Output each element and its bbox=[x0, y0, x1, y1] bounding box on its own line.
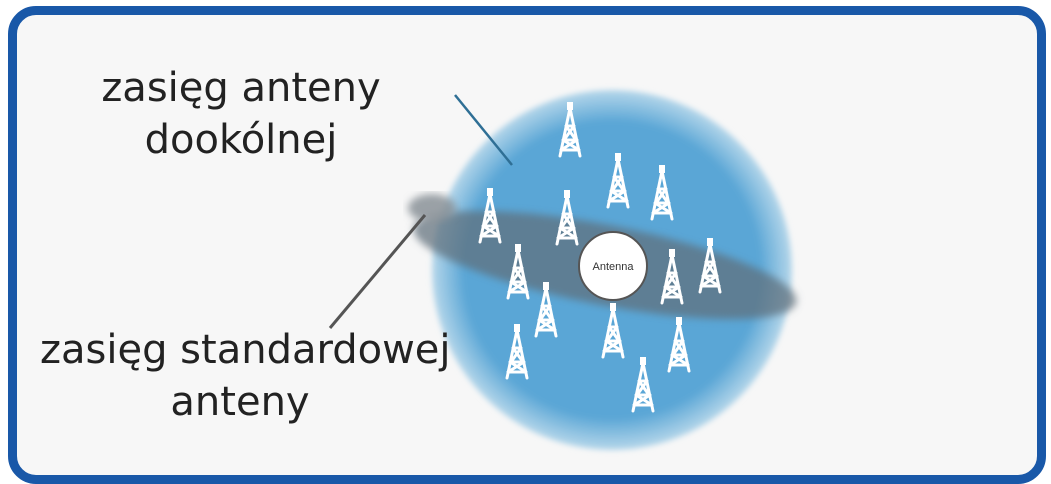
central-antenna-circle bbox=[578, 231, 648, 301]
standard-coverage-label-line2: anteny bbox=[170, 379, 310, 425]
central-antenna-label: Antenna bbox=[593, 261, 635, 273]
standard-pointer-line bbox=[328, 214, 427, 329]
omni-coverage-label-line1: zasięg anteny bbox=[101, 65, 381, 111]
standard-coverage-label: zasięg standardowej anteny bbox=[40, 324, 451, 428]
omni-pointer-line bbox=[454, 94, 513, 166]
standard-coverage-left-tip bbox=[408, 194, 456, 222]
omni-coverage-label-line2: dookólnej bbox=[144, 117, 338, 163]
omni-coverage-label: zasięg anteny dookólnej bbox=[96, 62, 386, 166]
standard-coverage-label-line1: zasięg standardowej bbox=[40, 327, 451, 373]
